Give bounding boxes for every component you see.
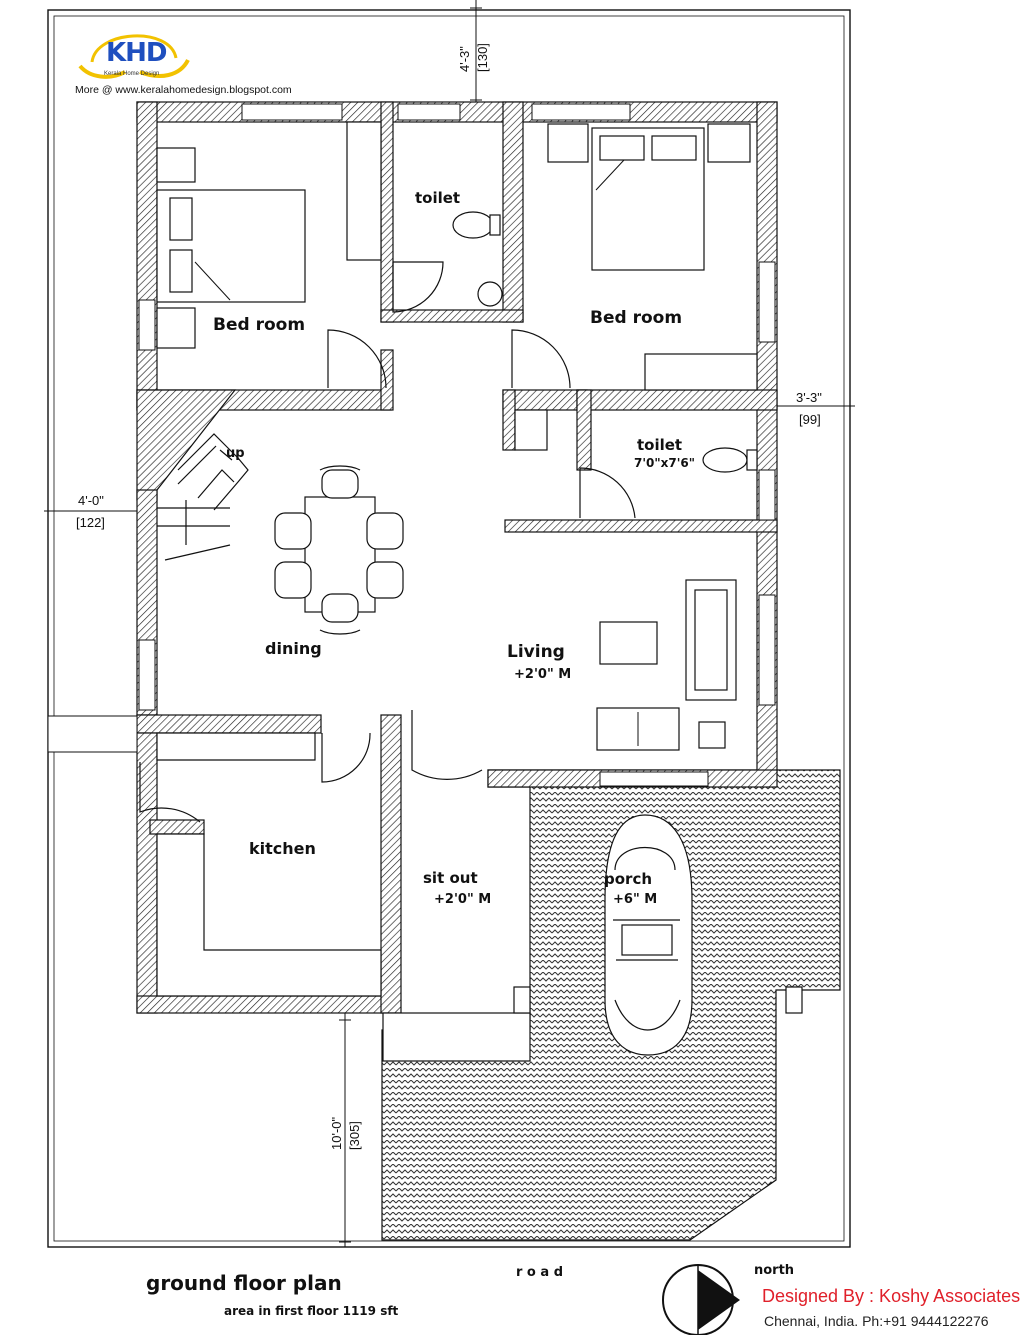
dimension-lines	[44, 0, 855, 1247]
kitchen-counter	[156, 732, 382, 997]
label-toilet-top: toilet	[415, 189, 460, 207]
label-sitout: sit out	[423, 869, 478, 887]
dim-left-cm: [122]	[76, 515, 105, 530]
living-furniture	[596, 579, 737, 751]
area-note: area in first floor 1119 sft	[224, 1304, 399, 1318]
dim-right-cm: [99]	[799, 412, 821, 427]
logo-emblem	[78, 34, 190, 79]
label-sitout-level: +2'0" M	[434, 892, 491, 907]
dim-top-cm: [130]	[475, 43, 490, 72]
designer-credit: Designed By : Koshy Associates	[762, 1286, 1021, 1306]
label-porch-level: +6" M	[613, 892, 657, 907]
left-bedroom-furniture	[156, 121, 382, 349]
designer-address: Chennai, India. Ph:+91 9444122276	[764, 1313, 989, 1329]
label-toilet-right-size: 7'0"x7'6"	[634, 456, 695, 470]
label-toilet-right: toilet	[637, 436, 682, 454]
logo-subtitle: Kerala Home Design	[104, 71, 160, 77]
car	[604, 814, 693, 1056]
staircase	[157, 433, 249, 561]
dim-bottom-cm: [305]	[347, 1121, 362, 1150]
right-bedroom-furniture	[547, 123, 758, 391]
windows	[47, 103, 776, 787]
dining-set	[274, 465, 404, 635]
dim-right-feet: 3'-3"	[796, 390, 822, 405]
north-label: north	[754, 1263, 794, 1278]
label-living: Living	[507, 642, 565, 662]
website-link[interactable]: More @ www.keralahomedesign.blogspot.com	[75, 84, 292, 96]
label-porch: porch	[604, 870, 652, 888]
label-bedroom-right: Bed room	[590, 308, 682, 328]
north-arrow	[662, 1264, 740, 1335]
plan-title: ground floor plan	[146, 1271, 342, 1295]
plot-boundary	[47, 9, 851, 1248]
label-stair-up: up	[226, 446, 245, 461]
label-kitchen: kitchen	[249, 839, 316, 858]
logo-mark: KHD	[106, 38, 167, 68]
road-label: r o a d	[516, 1265, 563, 1280]
dim-bottom-feet: 10'-0"	[329, 1116, 344, 1150]
sitout-bench	[382, 986, 803, 1062]
label-bedroom-left: Bed room	[213, 315, 305, 335]
toilet-fixtures	[452, 211, 758, 473]
label-dining: dining	[265, 639, 322, 658]
dim-top-feet: 4'-3"	[457, 46, 472, 72]
dim-left-feet: 4'-0"	[78, 493, 104, 508]
doors	[139, 261, 636, 823]
interior-walls	[149, 101, 778, 835]
label-living-level: +2'0" M	[514, 667, 571, 682]
